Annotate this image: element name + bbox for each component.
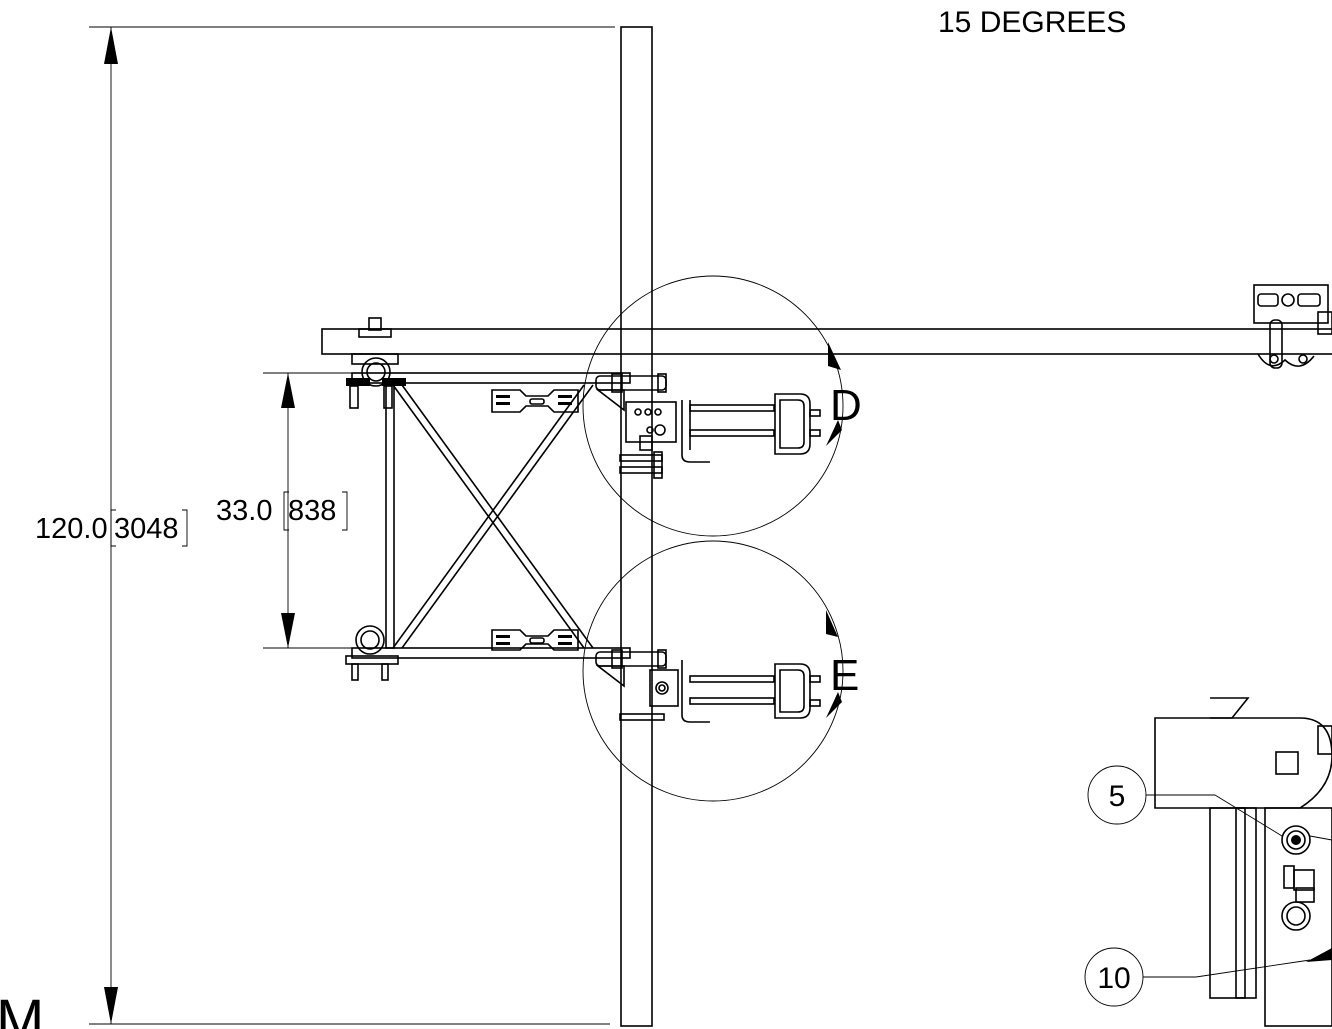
frame-height-dimension [263,372,360,649]
top-arm-clamp [346,317,406,409]
overall-metric-bracket [110,509,188,547]
horizontal-arm [321,328,1332,355]
overall-dimension-metric: 3048 [114,513,179,545]
lower-mounting-plate [491,629,579,651]
detail-label-d: D [830,381,862,430]
cross-bracing [392,384,594,649]
detail-circle-d [582,275,844,537]
lower-pole-clamp [595,649,821,723]
bottom-pipe-clamp [345,625,399,681]
view-letter-fragment: M [0,988,44,1029]
frame-metric-bracket [283,491,348,531]
balloon-5-label: 5 [1109,780,1126,813]
balloon-5 [1087,765,1283,837]
angle-note: 15 DEGREES [938,6,1126,39]
detail-label-e: E [830,651,859,700]
frame-dimension-value: 33.0 [216,495,272,527]
pole [620,26,653,1027]
frame-dimension-metric: 838 [288,495,336,527]
balloon-10-label: 10 [1097,962,1130,995]
detail-circle-e [582,540,844,802]
upper-pole-clamp [595,373,821,479]
arm-end-bracket [1253,284,1332,369]
frame-rails [351,372,631,659]
balloon-10 [1084,947,1311,1007]
overall-dimension-value: 120.0 [35,513,108,545]
upper-mounting-plate [491,389,579,413]
